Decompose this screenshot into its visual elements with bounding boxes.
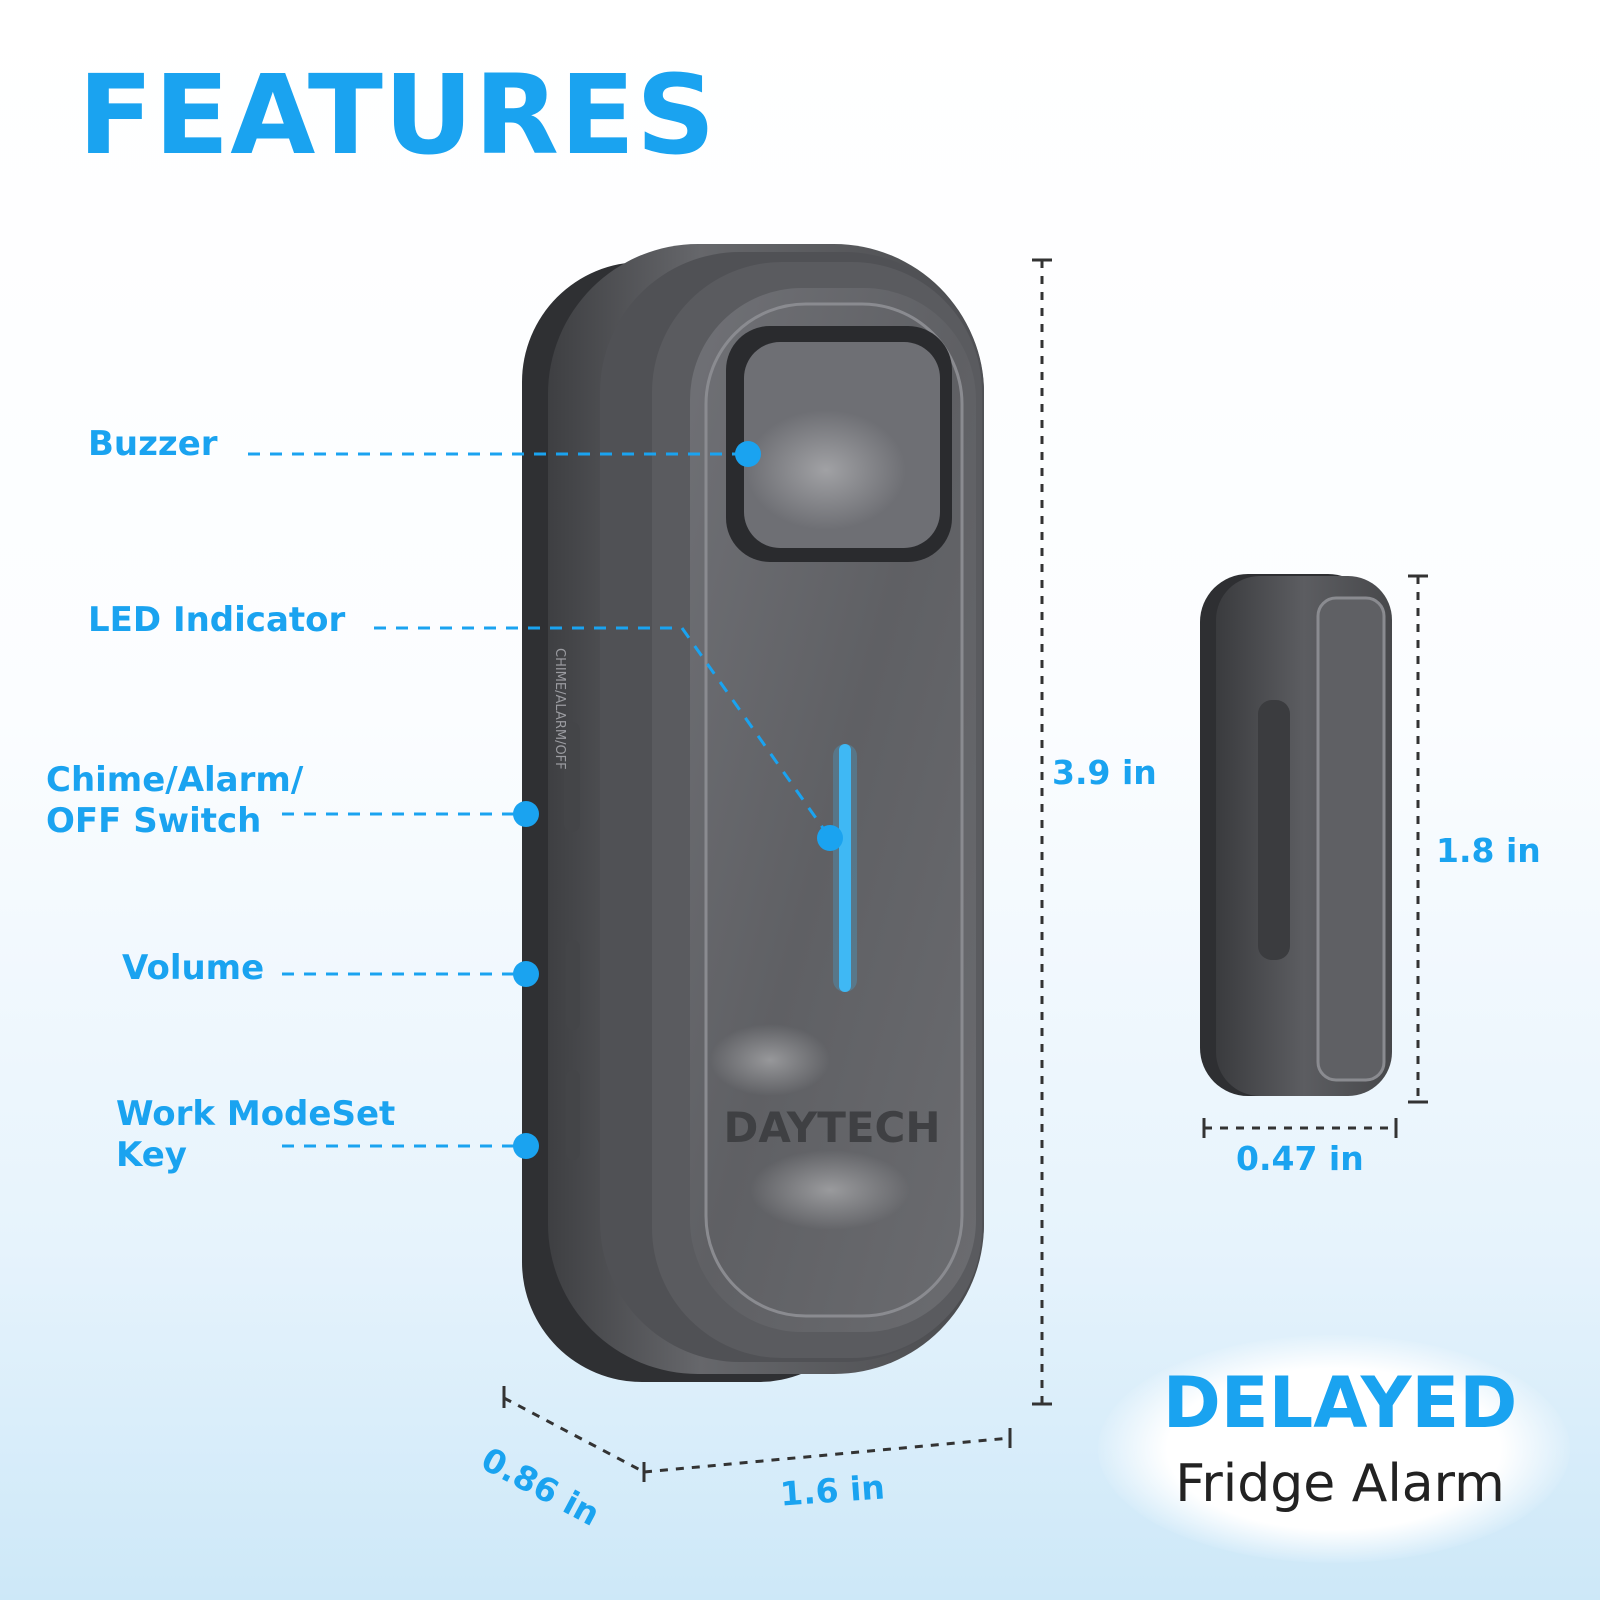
mode-switch-label-line1: Chime/Alarm/: [46, 760, 304, 800]
workmode-set-key: [566, 1070, 580, 1160]
main-height-dimension: 3.9 in: [1052, 753, 1157, 792]
face-reflection: [710, 1024, 830, 1096]
led-indicator-bar: [839, 744, 851, 992]
alarm-unit-face-highlight: [704, 302, 964, 1318]
magnet-unit: [1200, 574, 1392, 1096]
mode-switch-label-line2: OFF Switch: [46, 801, 262, 841]
mode-switch-label: Chime/Alarm/ OFF Switch: [46, 760, 303, 842]
switch-dot: [513, 801, 539, 827]
main-width-dimension: 1.6 in: [778, 1467, 886, 1514]
workmode-label-line1: Work ModeSet: [116, 1094, 396, 1134]
main-width-line: [643, 1436, 1011, 1474]
workmode-dot: [513, 1133, 539, 1159]
led-leader-line: [374, 626, 832, 839]
magnet-unit-face: [1316, 596, 1386, 1082]
brand-logo: DAYTECH: [723, 1103, 940, 1152]
magnet-width-dimension: 0.47 in: [1236, 1139, 1364, 1178]
callout-lines: [248, 452, 832, 1148]
led-indicator-glow: [833, 744, 857, 992]
workmode-label-line2: Key: [116, 1135, 187, 1175]
led-dot: [817, 825, 843, 851]
buzzer-label: Buzzer: [88, 424, 218, 464]
magnet-unit-groove: [1258, 700, 1290, 960]
buzzer-dot: [735, 441, 761, 467]
volume-button: [566, 940, 580, 1030]
magnet-height-dimension: 1.8 in: [1436, 831, 1541, 870]
callout-dots: [513, 441, 843, 1159]
mode-switch-slot: [564, 722, 580, 832]
buzzer-sheen: [746, 410, 906, 530]
face-reflection: [750, 1150, 910, 1230]
badge-headline: DELAYED: [1162, 1362, 1518, 1444]
led-indicator-label: LED Indicator: [88, 600, 346, 640]
badge-backdrop: [1098, 1335, 1570, 1563]
volume-dot: [513, 961, 539, 987]
badge-subtitle: Fridge Alarm: [1175, 1454, 1505, 1514]
dimension-lines: [502, 258, 1428, 1482]
workmode-label: Work ModeSet Key: [116, 1094, 395, 1176]
alarm-unit: CHIME/ALARM/OFF DAYTECH: [522, 244, 984, 1382]
page-title: FEATURES: [78, 51, 717, 179]
side-print-text: CHIME/ALARM/OFF: [552, 648, 567, 770]
main-depth-line: [503, 1396, 645, 1474]
volume-label: Volume: [122, 948, 265, 988]
